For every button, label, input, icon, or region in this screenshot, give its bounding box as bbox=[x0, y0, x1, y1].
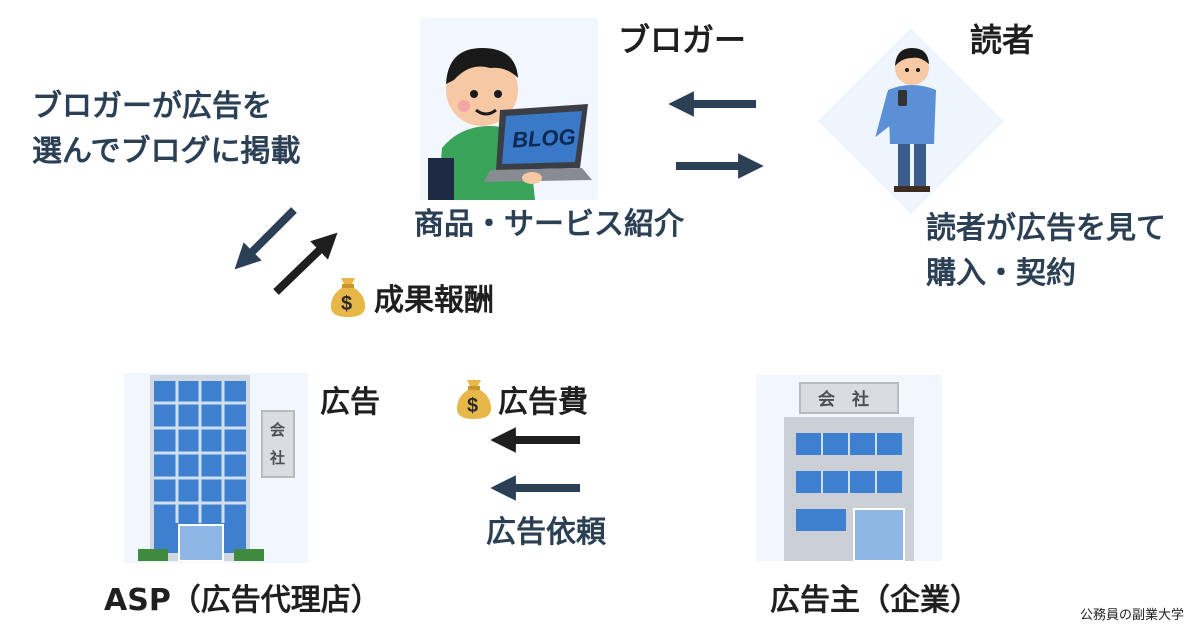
credit: 公務員の副業大学 bbox=[1080, 608, 1185, 623]
role-advertiser: 広告主（企業） bbox=[770, 583, 980, 618]
office-tower-icon: 会 社 bbox=[124, 373, 308, 563]
arrow-blogger-to-asp bbox=[234, 207, 297, 270]
money-bag-reward: $ bbox=[328, 274, 368, 318]
advertiser-building-illustration: 会 社 bbox=[756, 375, 942, 561]
laptop-screen-text: BLOG bbox=[511, 124, 576, 152]
money-bag-icon: $ bbox=[456, 380, 492, 419]
money-bag-symbol: $ bbox=[467, 395, 478, 417]
blogger-icon: BLOG bbox=[420, 18, 598, 200]
role-asp: ASP（広告代理店） bbox=[104, 583, 381, 618]
company-sign-text: 会 社 bbox=[818, 389, 869, 410]
arrow-asp-to-blogger-reward bbox=[273, 232, 338, 295]
money-bag-symbol: $ bbox=[341, 293, 352, 315]
asp-building-illustration: 会 社 bbox=[124, 373, 308, 563]
reader-icon bbox=[818, 28, 1004, 214]
flow-ad-request: 広告依頼 bbox=[486, 515, 606, 550]
money-bag-icon: $ bbox=[330, 278, 366, 317]
flow-reader-purchase: 読者が広告を見て 購入・契約 bbox=[926, 211, 1166, 291]
reader-illustration bbox=[818, 28, 1004, 214]
flow-blogger-selects-ad: ブロガーが広告を 選んでブログに掲載 bbox=[32, 89, 301, 169]
role-blogger: ブロガー bbox=[618, 21, 747, 59]
flow-product-intro: 商品・サービス紹介 bbox=[414, 207, 684, 242]
blogger-illustration: BLOG bbox=[420, 18, 598, 200]
money-bag-ad-fee: $ bbox=[454, 376, 494, 420]
sign-char-1: 会 bbox=[270, 421, 285, 439]
flow-ad-fee: 広告費 bbox=[498, 385, 588, 420]
flow-ad: 広告 bbox=[320, 385, 380, 420]
sign-char-2: 社 bbox=[269, 449, 285, 467]
flow-reward: 成果報酬 bbox=[374, 283, 494, 318]
company-building-icon: 会 社 bbox=[756, 375, 942, 561]
role-reader: 読者 bbox=[970, 21, 1035, 59]
